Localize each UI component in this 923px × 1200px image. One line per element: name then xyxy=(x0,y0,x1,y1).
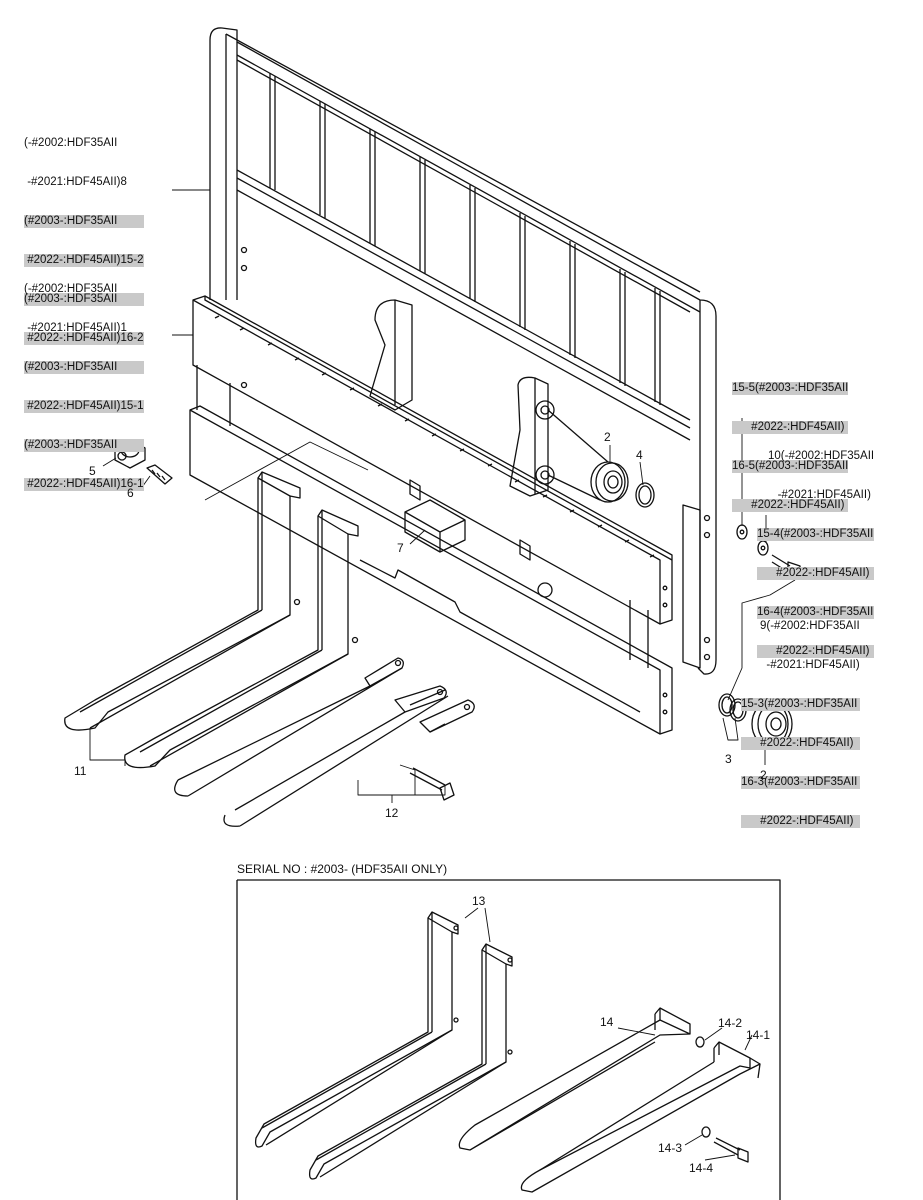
carriage-callout: (-#2002:HDF35AII -#2021:HDF45AII)1 (#200… xyxy=(24,257,144,504)
part-number-14-2: 14-2 xyxy=(718,1016,743,1030)
serial-note: SERIAL NO : #2003- (HDF35AII ONLY) xyxy=(237,862,448,876)
roller-bearing-upper xyxy=(547,409,629,503)
right-low-line-3: 15-3(#2003-:HDF35AII xyxy=(741,698,860,711)
backrest-line-2: -#2021:HDF45AII)8 xyxy=(24,176,127,188)
part-number-7: 7 xyxy=(397,541,404,555)
backrest-line-1: (-#2002:HDF35AII xyxy=(24,137,118,149)
backrest-frame xyxy=(209,27,717,675)
inset-fork-right xyxy=(308,943,513,1180)
part-number-11: 11 xyxy=(74,764,87,778)
right-low-line-6: #2022-:HDF45AII) xyxy=(741,815,860,828)
carriage-line-1: (-#2002:HDF35AII xyxy=(24,283,118,295)
backrest-line-5: (#2003-:HDF35AII xyxy=(24,293,144,306)
right-mid-line-4: #2022-:HDF45AII) xyxy=(757,567,875,580)
part-number-4: 4 xyxy=(636,448,643,462)
right-mid-line-2: -#2021:HDF45AII) xyxy=(768,489,871,501)
right-mid-line-1: 10(-#2002:HDF35AII xyxy=(768,450,875,462)
right-top-line-4: #2022-:HDF45AII) xyxy=(732,499,849,512)
backrest-line-6: #2022-:HDF45AII)16-2 xyxy=(24,332,144,345)
roller-brackets xyxy=(369,299,555,598)
snap-ring-upper xyxy=(635,482,655,508)
part-number-12: 12 xyxy=(385,806,399,820)
inset-fork-left xyxy=(254,911,459,1148)
backrest-line-3: (#2003-:HDF35AII xyxy=(24,215,144,228)
part-number-13: 13 xyxy=(472,894,486,908)
inset-hardware xyxy=(695,1036,749,1163)
part-number-6: 6 xyxy=(127,486,134,500)
inset-frame xyxy=(236,879,781,1200)
inset-fork-extension-2 xyxy=(520,1041,761,1193)
carriage-line-6: #2022-:HDF45AII)16-1 xyxy=(24,478,144,491)
inset-fork-extension-1 xyxy=(458,1007,691,1151)
fork-left xyxy=(64,471,301,731)
right-low-line-1: 9(-#2002:HDF35AII xyxy=(760,620,860,632)
right-top-line-3: 16-5(#2003-:HDF35AII xyxy=(732,460,849,473)
part-number-5: 5 xyxy=(89,464,96,478)
right-top-line-1: 15-5(#2003-:HDF35AII xyxy=(732,382,849,395)
carriage-line-2: -#2021:HDF45AII)1 xyxy=(24,322,127,334)
part-number-2-upper: 2 xyxy=(604,430,611,444)
right-mid-line-3: 15-4(#2003-:HDF35AII xyxy=(757,528,875,541)
right-low-line-4: #2022-:HDF45AII) xyxy=(741,737,860,750)
part-number-14: 14 xyxy=(600,1015,614,1029)
fork-right xyxy=(124,509,359,769)
carriage-line-3: (#2003-:HDF35AII xyxy=(24,361,144,374)
right-top-line-2: #2022-:HDF45AII) xyxy=(732,421,849,434)
fork-extensions xyxy=(174,657,475,827)
part-number-3: 3 xyxy=(725,752,732,766)
part-number-14-3: 14-3 xyxy=(658,1141,683,1155)
carriage-assembly xyxy=(189,295,673,735)
right-low-line-5: 16-3(#2003-:HDF35AII xyxy=(741,776,860,789)
backrest-line-4: #2022-:HDF45AII)15-2 xyxy=(24,254,144,267)
right-mid-line-5: 16-4(#2003-:HDF35AII xyxy=(757,606,875,619)
part-number-2-lower: 2 xyxy=(760,768,767,782)
backrest-callout: (-#2002:HDF35AII -#2021:HDF45AII)8 (#200… xyxy=(24,111,144,358)
part-number-14-1: 14-1 xyxy=(746,1028,771,1042)
leader-lines-inset xyxy=(464,907,753,1161)
carriage-line-5: (#2003-:HDF35AII xyxy=(24,439,144,452)
right-low-line-2: -#2021:HDF45AII) xyxy=(760,659,860,671)
part-number-14-4: 14-4 xyxy=(689,1161,714,1175)
right-mid-callout: 10(-#2002:HDF35AII -#2021:HDF45AII) 15-4… xyxy=(757,424,875,671)
carriage-line-4: #2022-:HDF45AII)15-1 xyxy=(24,400,144,413)
right-top-callout: 15-5(#2003-:HDF35AII #2022-:HDF45AII) 16… xyxy=(732,356,849,525)
right-mid-line-6: #2022-:HDF45AII) xyxy=(757,645,875,658)
right-low-callout: 9(-#2002:HDF35AII -#2021:HDF45AII) 15-3(… xyxy=(741,594,860,841)
